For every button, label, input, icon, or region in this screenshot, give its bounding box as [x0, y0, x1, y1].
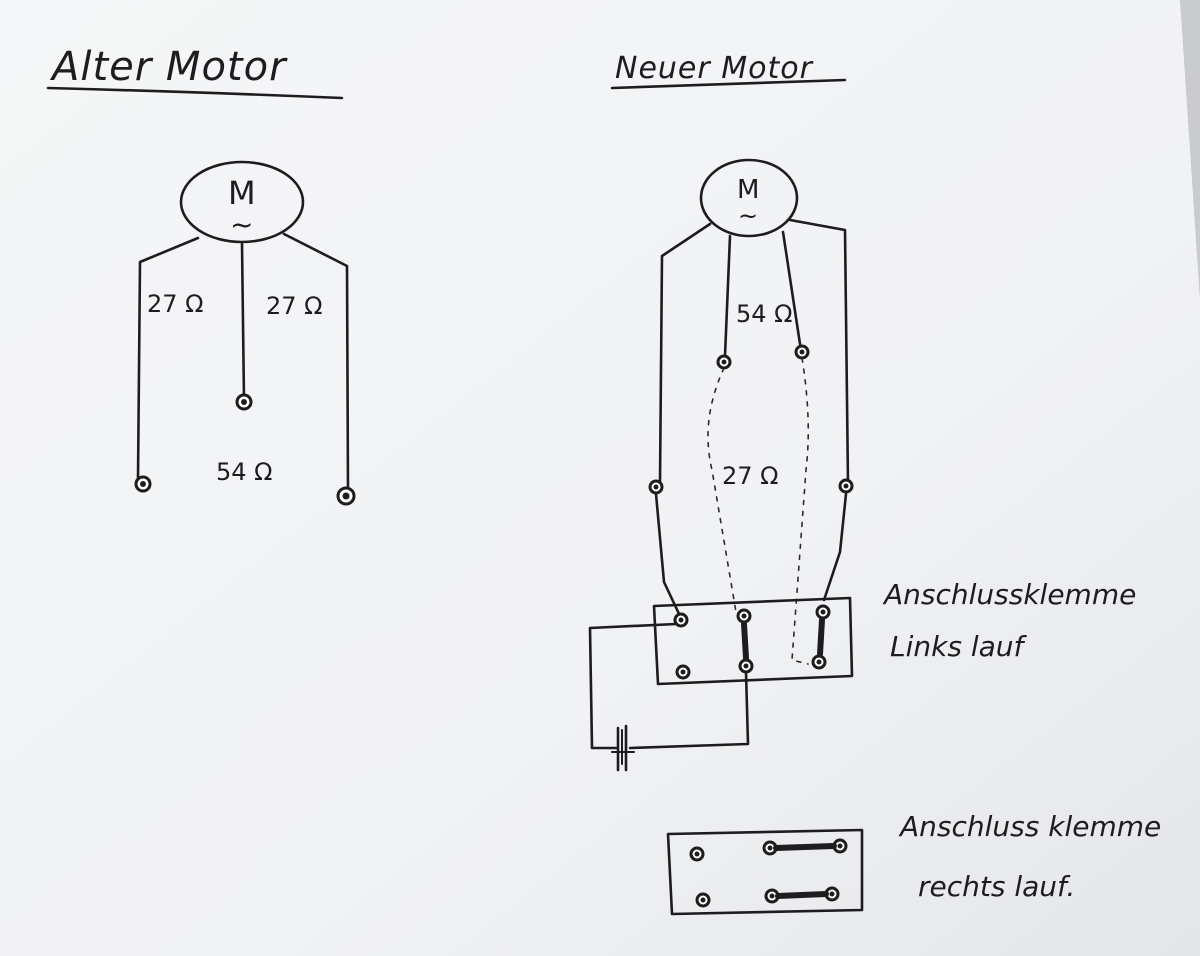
new-motor-aux-winding-label: 27 Ω	[722, 462, 779, 490]
capacitor-wire-loop	[588, 622, 678, 750]
terminal-block-left-outline	[652, 596, 854, 686]
new-motor-main-winding-left	[723, 234, 732, 358]
new-motor-aux-winding-right	[791, 357, 810, 665]
old-motor-title: Alter Motor	[49, 44, 288, 90]
capacitor-wire-return	[628, 670, 750, 750]
terminal-right-label-line1: Anschluss klemme	[898, 810, 1161, 843]
terminal-right-label-line2: rechts lauf.	[918, 870, 1075, 903]
old-motor-right-winding-label: 27 Ω	[266, 292, 323, 320]
new-motor-outer-right-wire	[788, 218, 850, 486]
bridge-link-icon	[741, 621, 749, 661]
old-motor-right-wire	[282, 232, 350, 492]
terminal-left-label-line2: Links lauf	[890, 630, 1028, 663]
old-motor-center-wire	[240, 242, 246, 402]
capacitor-icon	[611, 724, 635, 772]
new-motor-title: Neuer Motor	[615, 51, 814, 86]
new-motor-ac-symbol: ~	[738, 202, 758, 230]
new-motor-title-underline	[610, 78, 847, 90]
old-motor-title-underline	[46, 86, 344, 100]
terminal-left-label-line1: Anschlussklemme	[882, 578, 1136, 611]
new-motor-main-winding-label: 54 Ω	[736, 300, 793, 328]
paper-edge-shadow	[1180, 0, 1200, 300]
new-motor-symbol-letter: M	[737, 175, 759, 205]
new-motor-main-winding-right	[781, 230, 802, 346]
new-motor-lead-4	[822, 492, 848, 602]
old-motor-total-winding-label: 54 Ω	[216, 458, 273, 486]
terminal-block-right-outline	[666, 828, 864, 916]
old-motor-diagram: Alter Motor M ~ 27 Ω 27 Ω 54 Ω	[46, 44, 356, 506]
old-motor-symbol-icon	[179, 160, 305, 244]
new-motor-symbol-icon	[699, 158, 799, 238]
old-motor-ac-symbol: ~	[230, 208, 253, 241]
terminal-block-left-run: Anschlussklemme Links lauf	[588, 578, 1136, 772]
old-motor-symbol-letter: M	[228, 174, 256, 212]
new-motor-aux-winding-left	[707, 367, 737, 613]
bridge-link-icon	[773, 843, 837, 851]
bridge-link-icon	[775, 891, 829, 899]
old-motor-left-winding-label: 27 Ω	[147, 290, 204, 318]
terminal-block-right-run: Anschluss klemme rechts lauf.	[666, 810, 1161, 916]
new-motor-diagram: Neuer Motor M ~ 54 Ω 27 Ω	[610, 51, 854, 665]
bridge-link-icon	[817, 617, 825, 657]
